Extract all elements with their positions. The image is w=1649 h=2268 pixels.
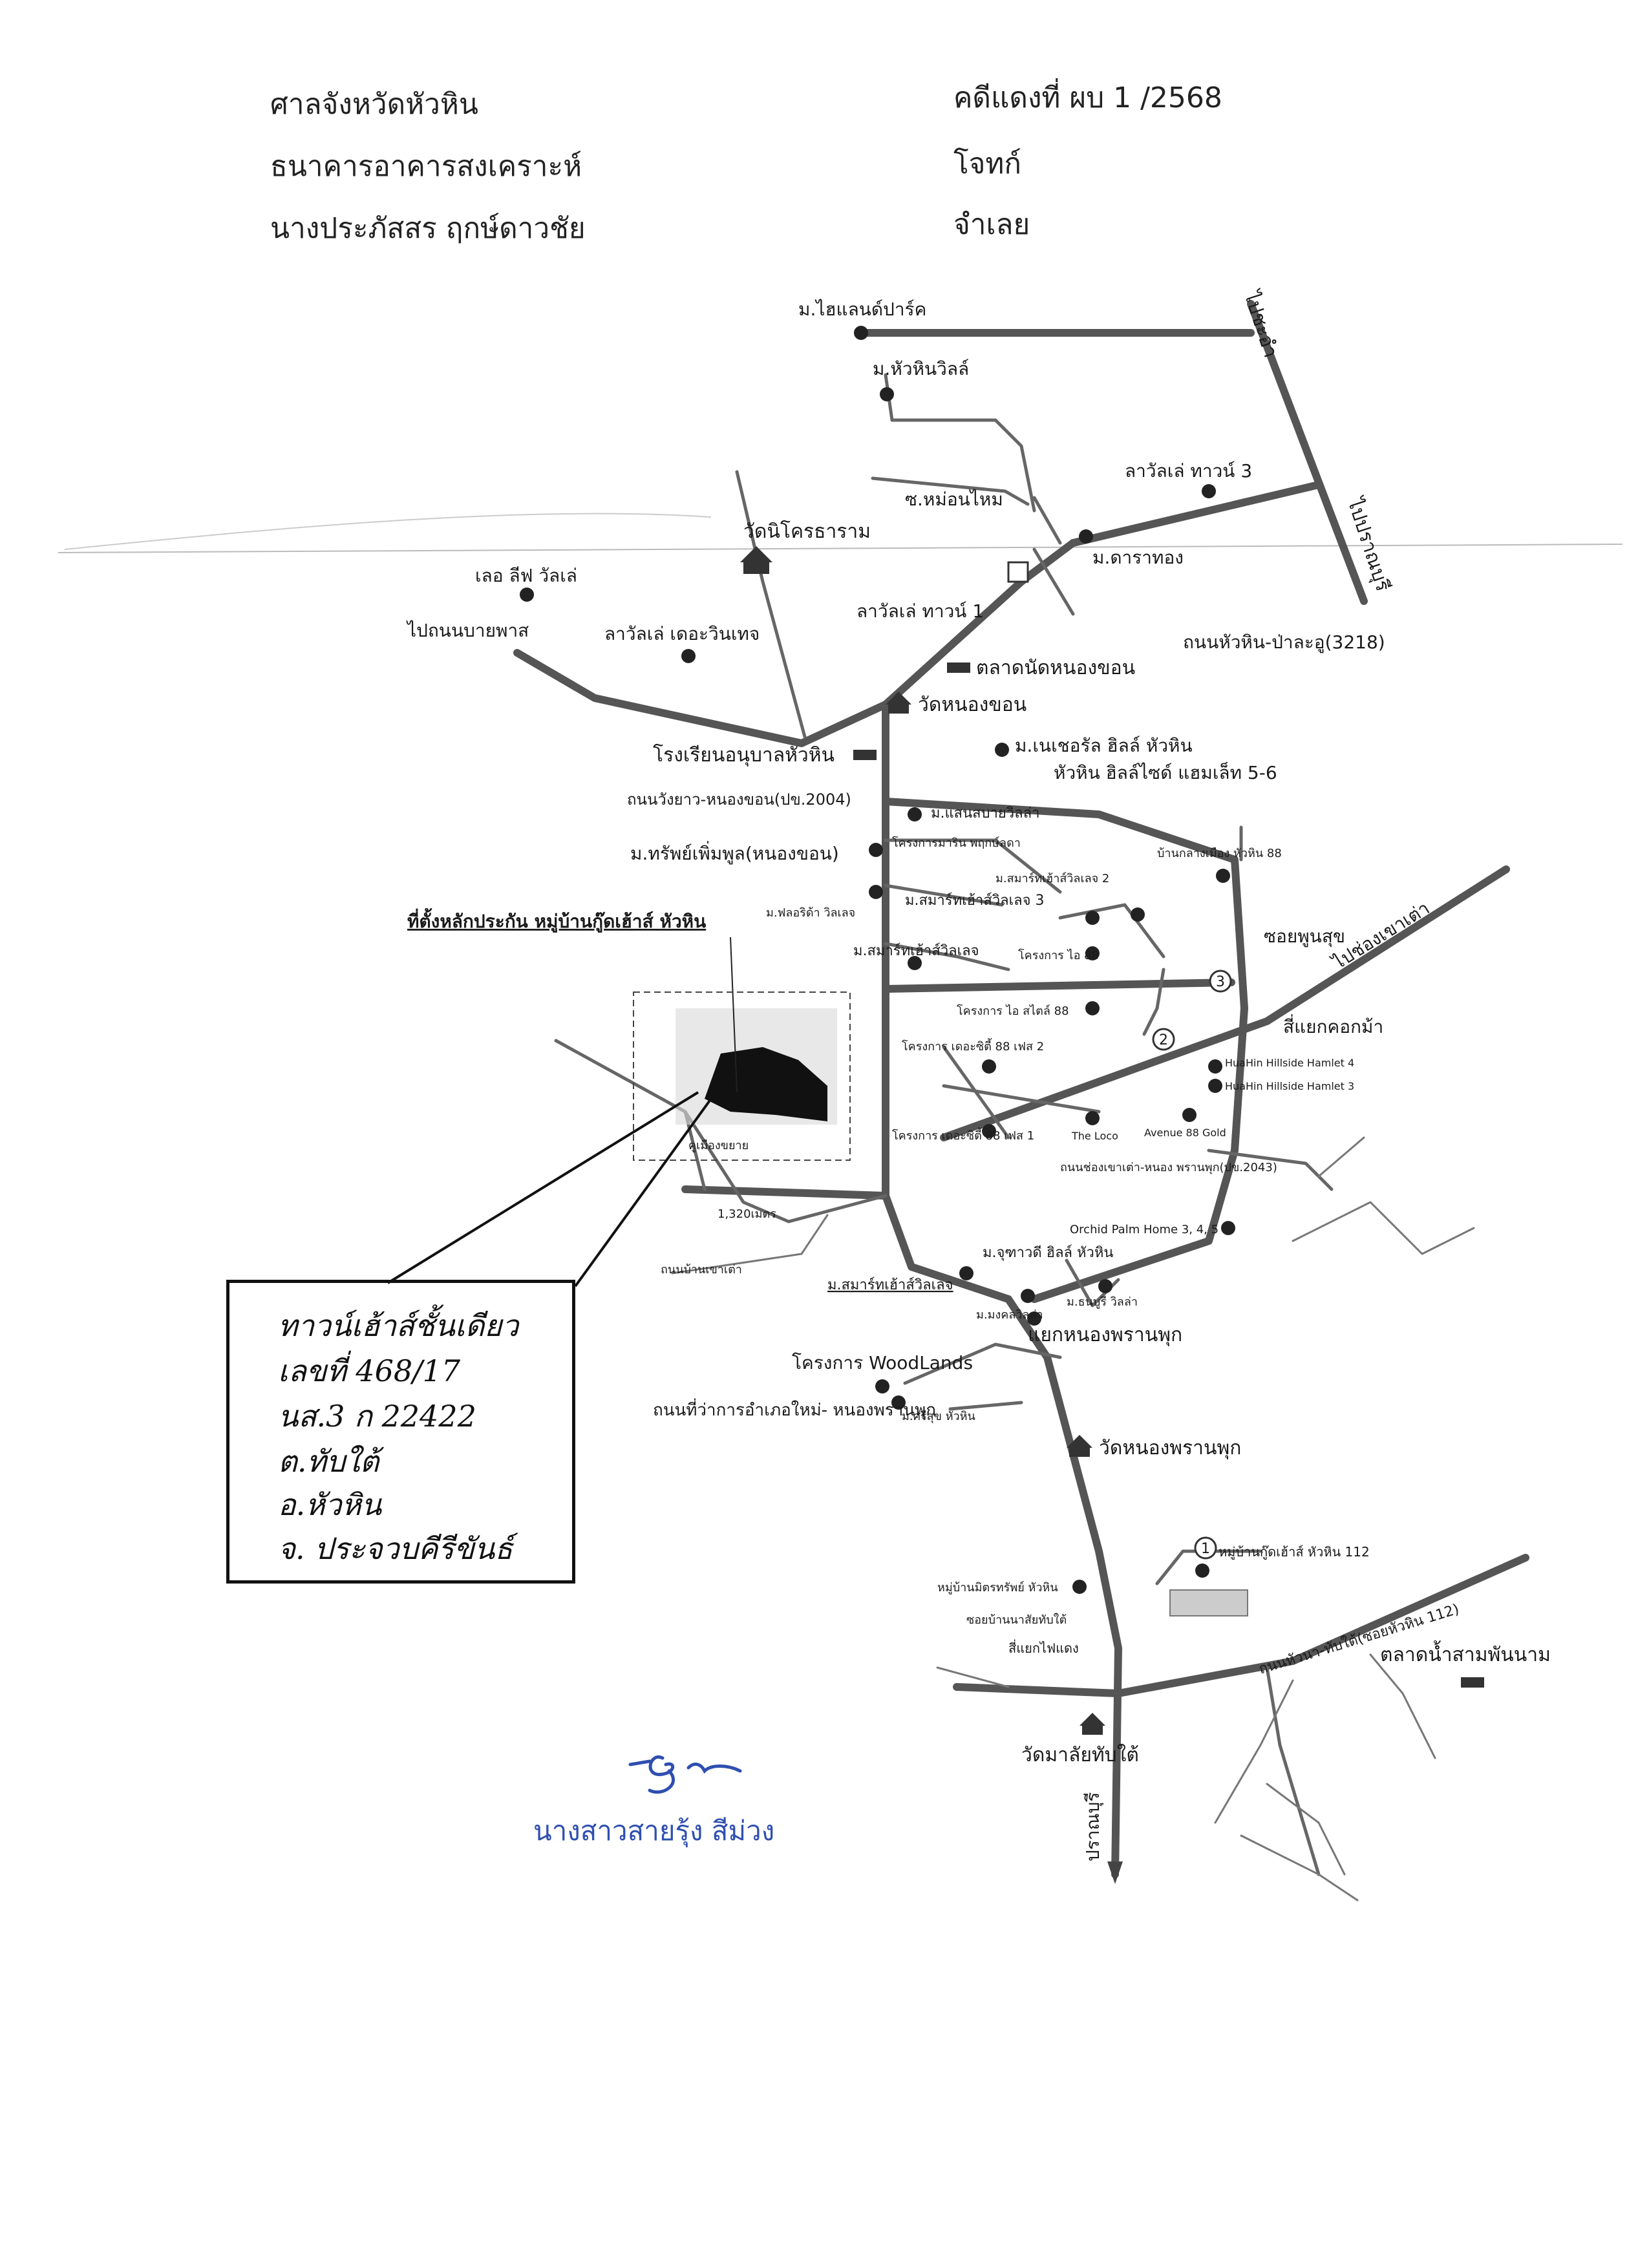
label-traffic-light: สี่แยกไฟแดง — [1008, 1639, 1079, 1656]
label-soi-ban-na: ซอยบ้านนาสัยทับใต้ — [966, 1613, 1067, 1627]
arrow-south-icon — [1107, 1861, 1123, 1884]
label-project-marin: โครงการมาริน พฤกษ์ลดา — [892, 836, 1021, 850]
label-mitsap: หมู่บ้านมิตรทรัพย์ หัวหิน — [937, 1581, 1058, 1595]
label-good-house-112: หมู่บ้านกู๊ดเฮ้าส์ หัวหิน 112 — [1218, 1544, 1370, 1560]
note-line-1: ทาวน์เฮ้าส์ชั้นเดียว — [278, 1308, 519, 1343]
label-natural-hills: ม.เนเชอรัล ฮิลล์ หัวหิน — [1015, 735, 1193, 756]
marker-1: 1 — [1201, 1541, 1210, 1557]
label-khok-ma: สี่แยกคอกม้า — [1283, 1014, 1383, 1037]
marker-1-icon — [1194, 1536, 1217, 1560]
pin-icons — [520, 326, 1235, 1594]
label-thanyu: ม.ธนบูรี วิลล่า — [1067, 1295, 1138, 1309]
label-smart-2: ม.สมาร์ทเฮ้าส์วิลเลจ 2 — [995, 872, 1109, 885]
label-florida: ม.ฟลอริด้า วิลเลจ — [766, 906, 855, 920]
label-road-3218: ถนนหัวหิน-ป่าละอู(3218) — [1183, 631, 1385, 653]
label-wat-nong-khon: วัดหนองขอน — [918, 694, 1027, 716]
label-road-2043: ถนนช่องเขาเต่า-หนอง พรานพุก(ปข.2043) — [1060, 1161, 1277, 1174]
note-line-5: อ.หัวหิน — [278, 1487, 382, 1522]
label-the-loco: The Loco — [1071, 1130, 1118, 1142]
store-icon — [1007, 561, 1029, 583]
note-line-2: เลขที่ 468/17 — [278, 1353, 461, 1388]
marker-3-icon — [1209, 970, 1232, 993]
signature-name: นางสาวสายรุ้ง สีม่วง — [533, 1815, 775, 1847]
market-icon — [947, 662, 970, 673]
signature-mark-icon — [628, 1755, 742, 1794]
property-site-box — [633, 991, 851, 1161]
label-smart-villas: ม.สมาร์ทเฮ้าส์วิลเลจ — [853, 943, 979, 959]
label-nong-phran-phuk-junction: แยกหนองพรานพุก — [1028, 1324, 1182, 1347]
road-bypass — [513, 539, 1077, 747]
label-anuban-school: โรงเรียนอนุบาลหัวหิน — [653, 743, 835, 767]
label-lavalle-3: ลาวัลเล่ ทาวน์ 3 — [1125, 460, 1252, 482]
label-distance: 1,320เมตร — [718, 1207, 776, 1221]
label-to-pranburi: ไปปราณบุรี — [1342, 494, 1395, 594]
label-chuthachak: ม.จุฑาวดี ฮิลล์ หัวหิน — [983, 1245, 1113, 1261]
label-highland-park: ม.ไฮแลนด์ปาร์ค — [798, 299, 926, 320]
label-smart-3: ม.สมาร์ทเฮ้าส์วิลเลจ 3 — [905, 893, 1045, 909]
label-project-i-style: โครงการ ไอ สไตล์ 88 — [957, 1004, 1069, 1018]
label-wat-malai: วัดมาลัยทับใต้ — [1021, 1744, 1139, 1766]
label-project-i-88: โครงการ ไอ 88 — [1018, 948, 1099, 962]
label-ban-klang-muang: บ้านกลางเมือง หัวหิน 88 — [1157, 847, 1282, 860]
note-line-6: จ. ประจวบคีรีขันธ์ — [278, 1531, 513, 1566]
road-to-pranburi — [1247, 300, 1368, 605]
label-ban-khao-road: ถนนบ้านเขาเต่า — [661, 1263, 742, 1277]
note-line-4: ต.ทับใต้ — [278, 1444, 379, 1479]
plaintiff-role: โจทก์ — [953, 147, 1022, 180]
marker-2: 2 — [1159, 1032, 1168, 1048]
label-huahin-villas: ม.หัวหินวิลล์ — [873, 358, 969, 379]
label-smart-villas-b: ม.สมาร์ทเฮ้าส์วิลเลจ — [827, 1277, 953, 1293]
temple-icons — [740, 546, 1105, 1735]
label-property-site: ที่ตั้งหลักประกัน หมู่บ้านกู๊ดเฮ้าส์ หัว… — [407, 907, 706, 933]
label-to-baipass: ไปถนนบายพาส — [406, 620, 529, 641]
label-wat-nong-phran-phuk: วัดหนองพรานพุก — [1099, 1437, 1241, 1460]
defendant-role: จำเลย — [953, 208, 1030, 241]
marker-3: 3 — [1216, 974, 1225, 990]
case-number: คดีแดงที่ ผบ 1 /2568 — [953, 81, 1222, 114]
note-line-3: นส.3 ก 22422 — [278, 1399, 476, 1434]
label-lavalle-vintage: ลาวัลเล่ เดอะวินเทจ — [604, 623, 760, 644]
label-hamlet-3: HuaHin Hillside Hamlet 3 — [1225, 1080, 1354, 1092]
label-hillside-5-6: หัวหิน ฮิลล์ไซด์ แฮมเล็ท 5-6 — [1054, 761, 1277, 783]
label-avenue-88: Avenue 88 Gold — [1144, 1127, 1226, 1139]
floating-market-icon — [1461, 1677, 1484, 1688]
handwritten-note-box — [226, 1280, 575, 1584]
label-lavalle-1: ลาวัลเล่ ทาวน์ 1 — [856, 600, 984, 622]
label-srisuk: ม.ศรีสุข หัวหิน — [902, 1410, 975, 1423]
label-new-district-road: ถนนที่ว่าการอำเภอใหม่- หนองพรานพุก — [653, 1398, 936, 1420]
label-pranburi-south: ปราณบุรี — [1082, 1792, 1104, 1861]
label-woodlands: โครงการ WoodLands — [792, 1352, 973, 1373]
label-orchid-palm: Orchid Palm Home 3, 4, 5 — [1070, 1223, 1218, 1236]
court-name: ศาลจังหวัดหัวหิน — [270, 88, 478, 121]
label-khu-mueang: คูเมืองขยาย — [688, 1139, 749, 1152]
label-leaf-valley: เลอ ลีฟ วัลเล่ — [475, 565, 577, 586]
road-to-chong-khao-tao — [940, 865, 1510, 1141]
label-soi-phun-suk: ซอยพูนสุข — [1264, 926, 1345, 948]
label-wat-nikhom: วัดนิโครธาราม — [743, 520, 871, 543]
label-road-2004: ถนนวังยาว-หนองขอน(ปข.2004) — [627, 790, 851, 809]
road-112 — [953, 1554, 1529, 1697]
road-nikhom — [735, 470, 807, 739]
label-nong-khon-market: ตลาดนัดหนองขอน — [976, 657, 1135, 679]
school-icon — [853, 750, 877, 760]
good-house-site-icon — [1169, 1589, 1248, 1616]
label-to-cha-am: ไปชะอำ — [1239, 287, 1282, 360]
road-3218 — [1069, 481, 1323, 547]
marker-2-icon — [1152, 1028, 1175, 1051]
label-sap-permpoon: ม.ทรัพย์เพิ่มพูล(หนองขอน) — [630, 841, 839, 865]
label-tara-thong: ม.ดาราทอง — [1092, 547, 1184, 568]
label-city-phase-1: โครงการ เดอะซิตี้ 88 เฟส 1 — [892, 1127, 1034, 1143]
label-hamlet-4: HuaHin Hillside Hamlet 4 — [1225, 1057, 1354, 1069]
defendant-name: นางประภัสสร ฤกษ์ดาวชัย — [270, 212, 586, 245]
plaintiff-name: ธนาคารอาคารสงเคราะห์ — [270, 150, 582, 183]
road-spine — [882, 701, 1122, 1878]
label-mongkol: ม.มงคลวิลล่า — [976, 1308, 1043, 1322]
label-saensabai: ม.แสนสบายวิลล่า — [931, 805, 1039, 821]
label-mon-mai-road: ซ.หม่อนไหม — [905, 489, 1003, 510]
label-city-phase-2: โครงการ เดอะซิตี้ 88 เฟส 2 — [902, 1038, 1044, 1054]
label-sam-phan-nam: ตลาดน้ำสามพันนาม — [1380, 1640, 1551, 1666]
